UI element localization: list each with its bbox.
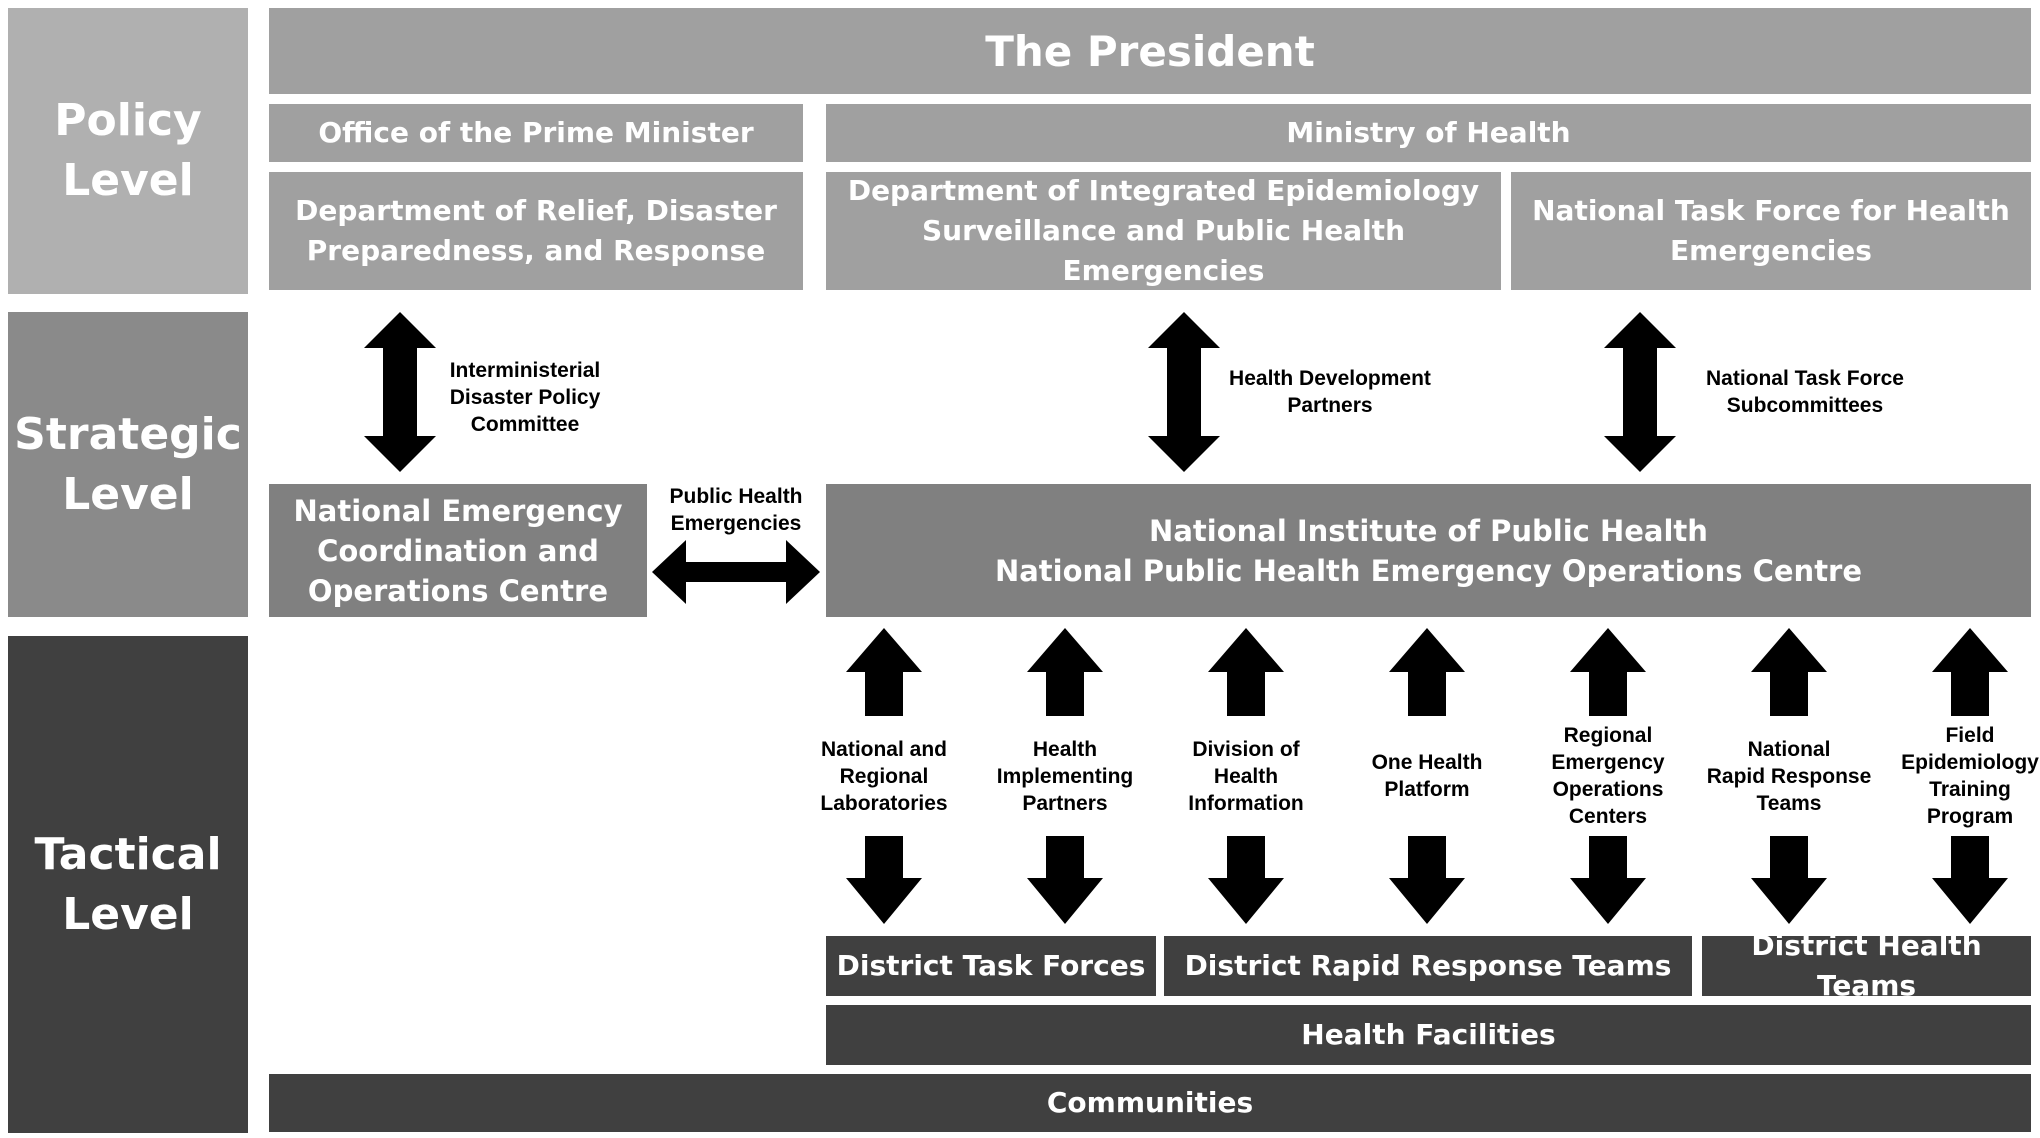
tactical-link-label-6: National Rapid Response Teams — [1706, 737, 1872, 815]
arrow-down-6 — [1751, 836, 1827, 924]
tactical-link-label-7: Field Epidemiology Training Program — [1901, 724, 2039, 828]
arrow-down-7 — [1932, 836, 2008, 924]
president-box: The President — [269, 8, 2031, 94]
arrow-down-3 — [1208, 836, 1284, 924]
arrow-up-5 — [1570, 628, 1646, 716]
phe-link-label: Public Health Emergencies — [669, 485, 803, 535]
policy-level-label: Policy Level — [8, 8, 248, 294]
communities-box: Communities — [269, 1074, 2031, 1132]
arrow-up-7 — [1932, 628, 2008, 716]
arrow-down-5 — [1570, 836, 1646, 924]
arrow-down-2 — [1027, 836, 1103, 924]
dept-epidemiology-box: Department of Integrated Epidemiology Su… — [826, 172, 1501, 290]
interministerial-label: Interministerial Disaster Policy Committ… — [449, 358, 601, 436]
health-dev-partners-label: Health Development Partners — [1229, 367, 1431, 417]
district-task-forces-box: District Task Forces — [826, 936, 1156, 996]
arrow-up-1 — [846, 628, 922, 716]
arrow-down-4 — [1389, 836, 1465, 924]
tactical-link-label-4: One Health Platform — [1371, 751, 1483, 801]
tactical-link-label-3: Division of Health Information — [1188, 737, 1304, 815]
dept-relief-box: Department of Relief, Disaster Preparedn… — [269, 172, 803, 290]
arrow-up-3 — [1208, 628, 1284, 716]
task-force-subcommittees-label: National Task Force Subcommittees — [1705, 367, 1904, 417]
tactical-link-label-1: National and Regional Laboratories — [820, 737, 948, 815]
arrow-double-vertical-2 — [1148, 312, 1220, 472]
nphi-box: National Institute of Public Health Nati… — [826, 484, 2031, 617]
arrow-up-2 — [1027, 628, 1103, 716]
tactical-link-label-2: Health Implementing Partners — [996, 737, 1134, 815]
necoc-box: National Emergency Coordination and Oper… — [269, 484, 647, 617]
arrow-down-1 — [846, 836, 922, 924]
district-health-teams-box: District Health Teams — [1702, 929, 2031, 1002]
district-rrt-box: District Rapid Response Teams — [1164, 936, 1692, 996]
ministry-of-health-box: Ministry of Health — [826, 104, 2031, 162]
strategic-level-label: Strategic Level — [8, 312, 248, 617]
arrow-double-vertical-3 — [1604, 312, 1676, 472]
national-task-force-box: National Task Force for Health Emergenci… — [1511, 172, 2031, 290]
arrow-double-vertical-1 — [364, 312, 436, 472]
arrow-double-horizontal — [652, 540, 820, 604]
arrow-up-6 — [1751, 628, 1827, 716]
tactical-level-label: Tactical Level — [8, 636, 248, 1133]
prime-minister-office-box: Office of the Prime Minister — [269, 104, 803, 162]
tactical-link-label-5: Regional Emergency Operations Centers — [1551, 724, 1665, 828]
arrow-up-4 — [1389, 628, 1465, 716]
health-facilities-box: Health Facilities — [826, 1005, 2031, 1065]
